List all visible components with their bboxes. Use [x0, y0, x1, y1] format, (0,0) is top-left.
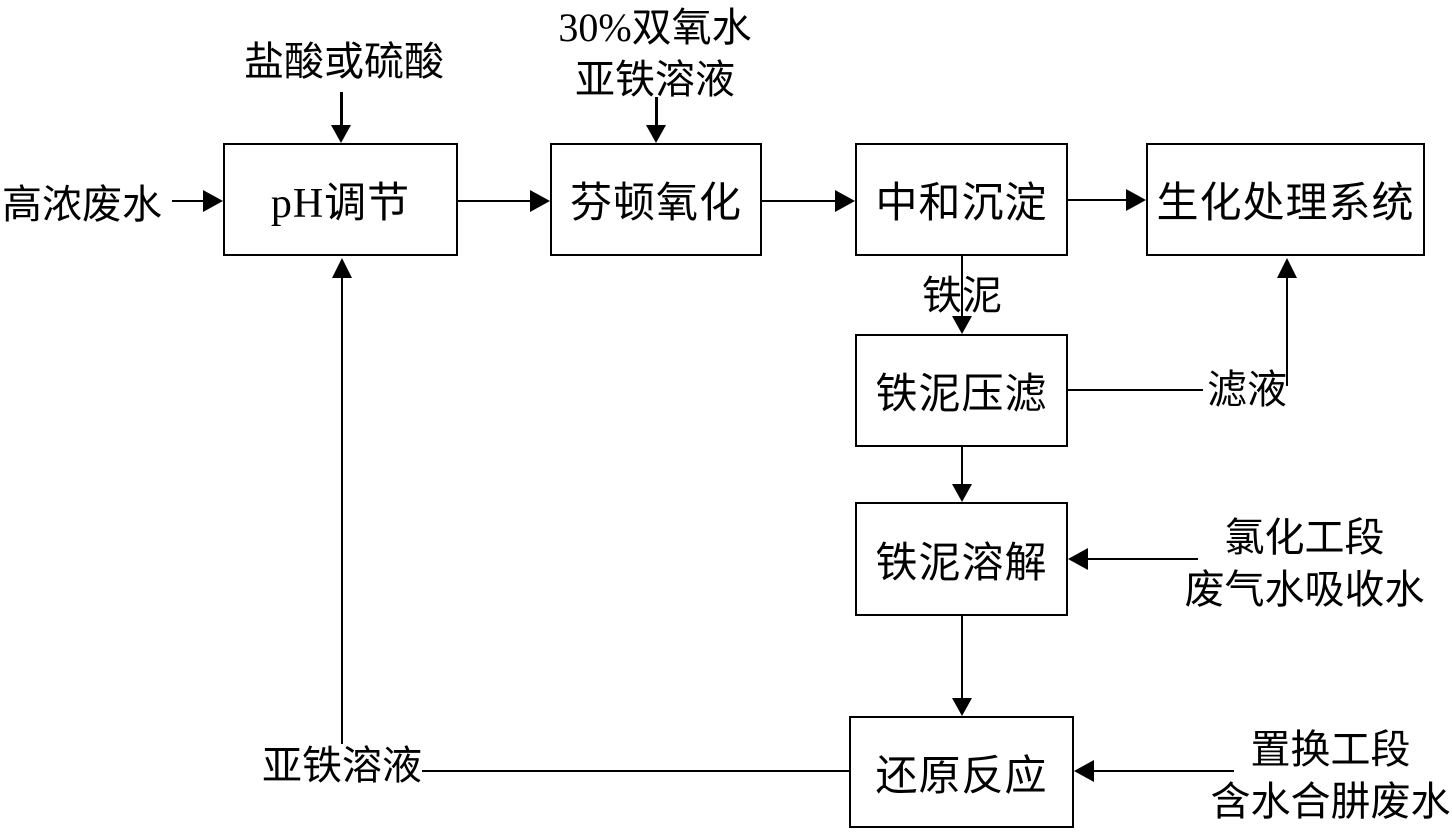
box-ph-adjustment-label: pH调节 — [270, 181, 411, 227]
label-filtrate: 滤液 — [1203, 368, 1291, 412]
arrowhead-press-to-dissolution-icon — [952, 484, 972, 502]
box-neutralization-precipitation-label: 中和沉淀 — [875, 181, 1048, 227]
arrowhead-ph-to-fenton-icon — [530, 190, 550, 212]
arrowhead-chlorination-to-dissolution-icon — [1068, 548, 1088, 570]
line-wastewater-to-ph — [172, 200, 204, 202]
arrowhead-neutralization-to-biochemical-icon — [1126, 189, 1146, 211]
line-press-to-dissolution — [961, 447, 963, 484]
line-ferrous-to-ph — [341, 276, 343, 744]
box-iron-mud-press-filtration: 铁泥压滤 — [855, 334, 1068, 447]
arrowhead-ferrous-to-ph-icon — [332, 258, 352, 278]
label-high-concentration-wastewater: 高浓废水 — [2, 182, 162, 227]
box-neutralization-precipitation: 中和沉淀 — [855, 143, 1068, 256]
label-peroxide-line1: 30%双氧水 — [558, 5, 752, 50]
label-replacement-line1: 置换工段 — [1250, 727, 1411, 772]
arrowhead-acid-to-ph-icon — [331, 125, 351, 143]
label-chlorination-line1: 氯化工段 — [1224, 515, 1385, 560]
box-reduction-reaction-label: 还原反应 — [875, 753, 1048, 800]
arrowhead-replacement-to-reduction-icon — [1074, 760, 1094, 782]
box-fenton-oxidation: 芬顿氧化 — [550, 143, 762, 256]
box-biochemical-treatment: 生化处理系统 — [1146, 143, 1425, 256]
line-replacement-to-reduction — [1094, 770, 1234, 772]
box-iron-mud-press-filtration-label: 铁泥压滤 — [875, 372, 1048, 418]
arrowhead-wastewater-to-ph-icon — [203, 190, 223, 212]
box-reduction-reaction: 还原反应 — [849, 716, 1074, 828]
line-acid-to-ph — [340, 92, 343, 126]
line-ph-to-fenton — [458, 200, 531, 202]
arrowhead-neutralization-to-press-icon — [952, 316, 972, 334]
line-fenton-to-neutralization — [762, 200, 836, 202]
box-biochemical-treatment-label: 生化处理系统 — [1156, 181, 1415, 227]
label-acid-input: 盐酸或硫酸 — [244, 39, 444, 84]
label-ferrous-solution-return: 亚铁溶液 — [262, 743, 422, 788]
label-replacement-line2: 含水合肼废水 — [1210, 779, 1451, 824]
arrowhead-filtrate-to-biochemical-icon — [1277, 258, 1297, 278]
line-reduction-to-ferrous — [422, 770, 849, 772]
arrowhead-dissolution-to-reduction-icon — [952, 698, 972, 716]
line-press-to-filtrate — [1068, 389, 1203, 391]
box-iron-mud-dissolution: 铁泥溶解 — [855, 502, 1068, 616]
arrowhead-fenton-to-neutralization-icon — [835, 190, 855, 212]
label-replacement-section: 置换工段 含水合肼废水 — [1210, 724, 1451, 828]
label-peroxide-ferrous: 30%双氧水 亚铁溶液 — [535, 2, 775, 106]
line-neutralization-to-biochemical — [1068, 199, 1127, 201]
line-neutralization-to-press — [961, 256, 963, 318]
line-chlorination-to-dissolution — [1088, 558, 1198, 560]
box-ph-adjustment: pH调节 — [223, 143, 458, 256]
label-chlorination-section: 氯化工段 废气水吸收水 — [1184, 512, 1425, 616]
box-iron-mud-dissolution-label: 铁泥溶解 — [875, 540, 1048, 587]
line-peroxide-to-fenton — [655, 97, 658, 126]
arrowhead-peroxide-to-fenton-icon — [646, 125, 666, 143]
box-fenton-oxidation-label: 芬顿氧化 — [569, 181, 742, 227]
line-dissolution-to-reduction — [961, 616, 963, 698]
label-chlorination-line2: 废气水吸收水 — [1184, 567, 1425, 612]
label-peroxide-line2: 亚铁溶液 — [575, 57, 735, 102]
line-filtrate-to-biochemical — [1286, 276, 1288, 386]
